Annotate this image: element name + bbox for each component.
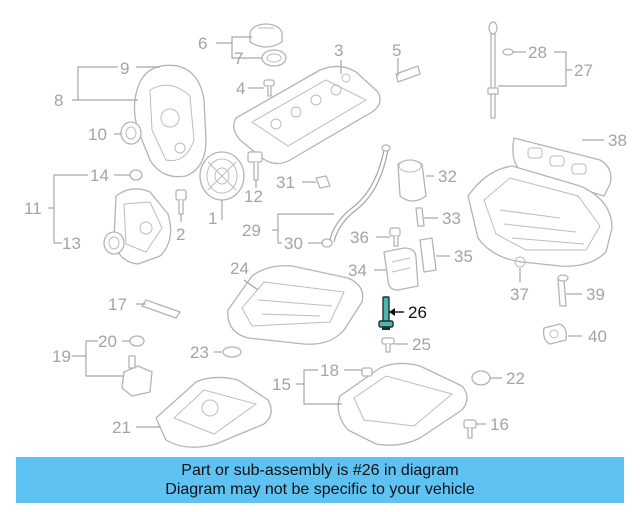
o-ring-28 — [502, 48, 514, 56]
plug-18 — [361, 367, 373, 377]
callout-4: 4 — [236, 79, 245, 98]
seal-13 — [103, 231, 125, 255]
callout-6: 6 — [198, 34, 207, 53]
bolt-12 — [247, 151, 263, 181]
callout-32: 32 — [438, 167, 457, 186]
timing-cover-upper — [133, 64, 207, 178]
drain-plug-16 — [463, 419, 477, 439]
banner-line-2: Diagram may not be specific to your vehi… — [165, 481, 475, 498]
callout-19: 19 — [52, 347, 71, 366]
valve-cover — [233, 65, 381, 165]
o-ring-23 — [222, 346, 242, 358]
oil-pan-upper — [227, 265, 364, 345]
callout-27: 27 — [574, 61, 593, 80]
seal-14 — [129, 169, 143, 181]
plug-22 — [471, 370, 491, 386]
callout-9: 9 — [120, 59, 129, 78]
sensor-40 — [542, 323, 568, 345]
callout-31: 31 — [276, 173, 295, 192]
oil-cooler — [383, 247, 419, 291]
callout-26: 26 — [408, 303, 427, 322]
banner-line-1: Part or sub-assembly is #26 in diagram — [181, 462, 459, 479]
intake-manifold — [467, 165, 613, 268]
bolt-25 — [381, 337, 395, 353]
intake-gasket — [512, 137, 612, 197]
callout-28: 28 — [528, 43, 547, 62]
callout-25: 25 — [412, 335, 431, 354]
callout-10: 10 — [88, 125, 107, 144]
bolt-4 — [263, 79, 275, 97]
callout-21: 21 — [112, 418, 131, 437]
stud-33 — [415, 207, 425, 227]
callout-17: 17 — [108, 295, 127, 314]
callout-14: 14 — [90, 166, 109, 185]
highlighted-bolt-26 — [378, 296, 394, 330]
bracket-17 — [141, 299, 181, 319]
callout-35: 35 — [454, 247, 473, 266]
callout-13: 13 — [62, 234, 81, 253]
gasket-35 — [419, 237, 437, 273]
callout-22: 22 — [506, 369, 525, 388]
callout-numbers: 1 2 3 4 5 6 7 8 9 10 11 12 13 14 15 16 1… — [24, 34, 627, 437]
callout-5: 5 — [392, 41, 401, 60]
bolt-36 — [389, 227, 401, 247]
callout-38: 38 — [608, 131, 627, 150]
dipstick-tube — [329, 144, 391, 243]
callout-40: 40 — [588, 327, 607, 346]
callout-39: 39 — [586, 285, 605, 304]
callout-37: 37 — [510, 285, 529, 304]
sensor-39 — [557, 274, 569, 307]
seal-20 — [129, 335, 145, 347]
oil-pump — [121, 355, 153, 397]
cover-21 — [155, 376, 272, 448]
callout-24: 24 — [230, 259, 249, 278]
callout-12: 12 — [244, 187, 263, 206]
o-ring-7 — [261, 49, 287, 67]
callout-34: 34 — [348, 261, 367, 280]
callout-29: 29 — [242, 221, 261, 240]
info-banner: Part or sub-assembly is #26 in diagram D… — [16, 457, 624, 503]
o-ring-30 — [321, 238, 333, 248]
callout-15: 15 — [272, 375, 291, 394]
callout-30: 30 — [284, 234, 303, 253]
leader-lines — [48, 36, 604, 428]
callout-11: 11 — [24, 199, 42, 218]
callout-18: 18 — [320, 361, 339, 380]
bracket-5 — [395, 65, 421, 83]
bolt-2 — [175, 189, 187, 215]
callout-2: 2 — [176, 225, 185, 244]
callout-33: 33 — [442, 209, 461, 228]
oil-filler-cap — [249, 23, 283, 48]
callout-20: 20 — [98, 332, 117, 351]
timing-cover-lower — [113, 188, 172, 265]
callout-8: 8 — [54, 91, 63, 110]
callout-36: 36 — [350, 228, 369, 247]
arrow-26 — [389, 308, 395, 316]
callout-1: 1 — [208, 209, 217, 228]
callout-3: 3 — [334, 41, 343, 60]
oil-filter — [397, 159, 427, 202]
oil-pan-lower — [337, 362, 468, 446]
crank-pulley — [199, 151, 245, 201]
callout-7: 7 — [234, 49, 243, 68]
callout-16: 16 — [490, 415, 509, 434]
bolt-31 — [315, 175, 331, 189]
callout-23: 23 — [190, 343, 209, 362]
seal-10 — [120, 121, 142, 145]
dipstick — [487, 21, 499, 119]
